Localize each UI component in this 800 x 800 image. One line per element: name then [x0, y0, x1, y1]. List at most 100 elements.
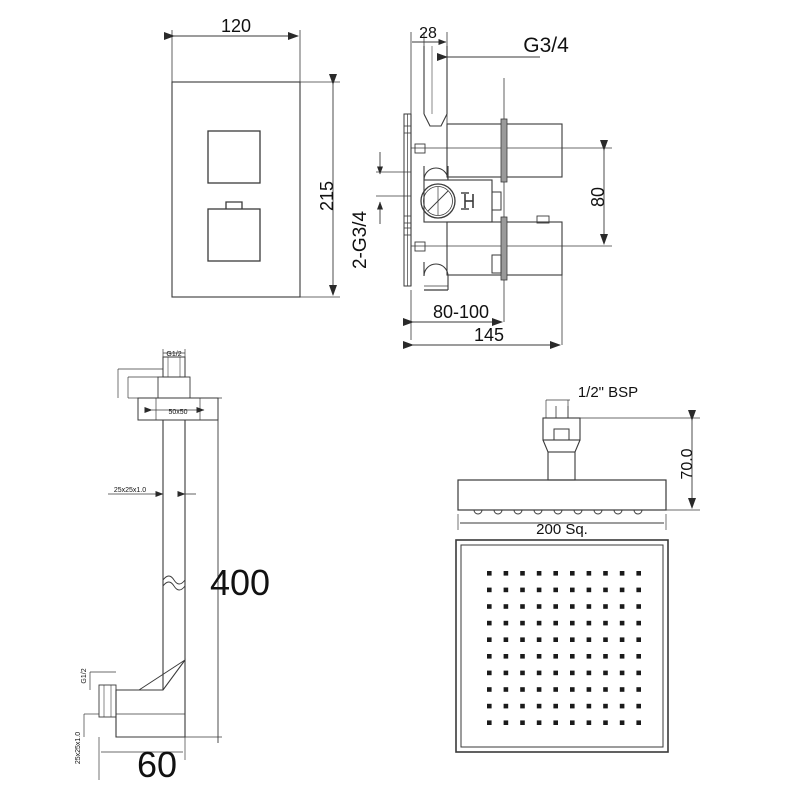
nozzle [586, 654, 592, 659]
nozzle [520, 670, 525, 676]
nozzle [520, 654, 525, 659]
nozzle [586, 620, 592, 626]
diverter-control-square[interactable] [207, 201, 261, 262]
nozzle [503, 687, 509, 692]
nozzle [636, 654, 641, 659]
head-swivel-joint [542, 406, 581, 481]
dim-arm-drop: 400 [210, 562, 270, 603]
nozzle [603, 670, 608, 676]
view-shower-head [455, 399, 700, 753]
nozzle [636, 620, 641, 626]
nozzle [553, 687, 558, 692]
nozzle [536, 571, 542, 576]
nozzle [636, 587, 641, 593]
nozzle [619, 637, 625, 642]
nozzle [636, 571, 641, 576]
label-arm-connection: G1/2 [166, 351, 181, 358]
label-inlet-thread: 2-G3/4 [350, 211, 371, 270]
dim-centres: 80 [588, 187, 608, 207]
nozzle [619, 571, 625, 576]
head-nozzle-row [473, 509, 643, 515]
valve-lower-outlet [411, 215, 563, 281]
nozzle [619, 604, 625, 609]
faceplate-outline [171, 81, 301, 298]
nozzle [520, 604, 525, 609]
head-body-profile [457, 479, 667, 511]
nozzle [570, 620, 575, 626]
nozzle [503, 637, 509, 642]
nozzle [570, 703, 575, 709]
nozzle [636, 720, 641, 725]
nozzle [636, 637, 641, 642]
nozzle [570, 670, 575, 676]
nozzle [619, 587, 625, 593]
arm-bottom-outlet [98, 684, 117, 718]
nozzle [586, 604, 592, 609]
nozzle [570, 654, 575, 659]
nozzle [570, 604, 575, 609]
label-outlet-thread: G3/4 [523, 34, 569, 57]
dim-arm-flange: 50x50 [168, 409, 187, 416]
nozzle [636, 670, 641, 676]
dim-wall-depth: 80-100 [433, 302, 489, 322]
nozzle [487, 587, 492, 593]
valve-upper-outlet [411, 78, 563, 300]
temperature-control-square[interactable] [207, 130, 261, 184]
nozzle [586, 720, 592, 725]
nozzle [503, 604, 509, 609]
valve-top-inlet [423, 46, 448, 127]
nozzle [586, 687, 592, 692]
nozzle [619, 620, 625, 626]
nozzle [553, 670, 558, 676]
nozzle [603, 571, 608, 576]
nozzle [553, 703, 558, 709]
nozzle [503, 720, 509, 725]
nozzle [619, 703, 625, 709]
dim-head-thickness: 70.0 [679, 448, 696, 479]
nozzle [603, 604, 608, 609]
nozzle [536, 637, 542, 642]
valve-bottom-inlet [423, 262, 449, 291]
nozzle [536, 654, 542, 659]
arm-drop-tube [162, 420, 186, 690]
nozzle [570, 687, 575, 692]
dim-faceplate-height: 215 [317, 181, 337, 211]
nozzle [603, 620, 608, 626]
nozzle [619, 687, 625, 692]
nozzle [619, 670, 625, 676]
head-nozzle-grid [487, 571, 641, 725]
nozzle [603, 687, 608, 692]
nozzle [636, 703, 641, 709]
nozzle [553, 604, 558, 609]
nozzle [487, 604, 492, 609]
nozzle [487, 571, 492, 576]
nozzle [603, 720, 608, 725]
nozzle [487, 703, 492, 709]
view-shower-arm [83, 349, 222, 780]
nozzle [520, 720, 525, 725]
nozzle [536, 720, 542, 725]
nozzle [570, 571, 575, 576]
nozzle [536, 620, 542, 626]
nozzle [487, 687, 492, 692]
nozzle [536, 703, 542, 709]
valve-thermostatic-cartridge [420, 166, 502, 223]
dim-faceplate-width: 120 [221, 16, 251, 36]
nozzle [586, 587, 592, 593]
nozzle [520, 587, 525, 593]
label-head-inlet-thread: 1/2" BSP [578, 384, 638, 401]
nozzle [503, 571, 509, 576]
nozzle [553, 587, 558, 593]
nozzle [487, 670, 492, 676]
nozzle [586, 670, 592, 676]
nozzle [503, 670, 509, 676]
nozzle [586, 571, 592, 576]
nozzle [553, 637, 558, 642]
nozzle [619, 654, 625, 659]
nozzle [603, 637, 608, 642]
dim-inlet-offset: 28 [419, 25, 437, 42]
nozzle [536, 604, 542, 609]
label-arm-outlet-size: 25x25x1.0 [75, 732, 82, 764]
nozzle [570, 637, 575, 642]
